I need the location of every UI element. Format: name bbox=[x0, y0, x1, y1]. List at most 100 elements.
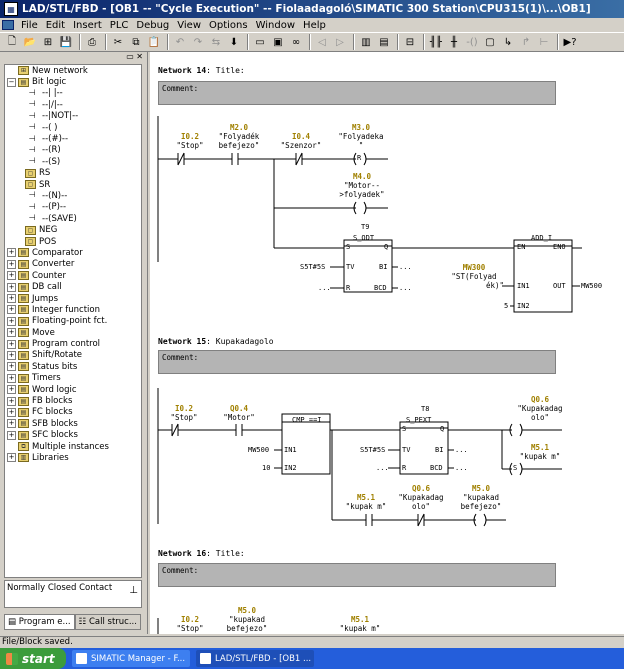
tree-item[interactable]: +▤Floating-point fct. bbox=[5, 316, 141, 327]
network-14-title[interactable]: Network 14: Title: bbox=[158, 66, 245, 75]
expand-icon[interactable]: + bbox=[7, 453, 16, 463]
contact-q0-6[interactable]: Q0.6 "Kupakadag olo" bbox=[398, 484, 444, 511]
tree-item[interactable]: +▤Comparator bbox=[5, 247, 141, 258]
collapse-icon[interactable]: − bbox=[7, 77, 16, 87]
download-icon[interactable]: ⬇ bbox=[229, 36, 239, 48]
timer-t8-bi[interactable]: ... bbox=[455, 446, 468, 454]
print-icon[interactable]: ⎙ bbox=[88, 36, 96, 48]
tree-item[interactable]: +▤Word logic bbox=[5, 384, 141, 395]
timer-t8-type[interactable]: S_PEXT bbox=[406, 416, 432, 424]
contact-i0-4[interactable]: I0.4 "Szenzor" bbox=[280, 132, 322, 150]
coil-m3-0[interactable]: M3.0 "Folyadeka " bbox=[338, 123, 384, 150]
contact-i0-2-n15[interactable]: I0.2 "Stop" bbox=[170, 404, 198, 422]
tree-item[interactable]: ⊣--(R) bbox=[5, 145, 141, 156]
monitor-icon[interactable]: ▭ bbox=[255, 36, 265, 48]
menu-file[interactable]: File bbox=[21, 19, 38, 31]
pin-icon[interactable]: ⊥ bbox=[129, 585, 138, 596]
expand-icon[interactable]: + bbox=[7, 259, 16, 269]
tree-item[interactable]: ▢NEG bbox=[5, 224, 141, 235]
coil-m4-0[interactable]: M4.0 "Motor-- >folyadek" bbox=[339, 172, 385, 199]
menu-plc[interactable]: PLC bbox=[109, 19, 129, 31]
contact-m5-1-n15[interactable]: M5.1 "kupak m" bbox=[345, 493, 387, 511]
expand-icon[interactable]: + bbox=[7, 282, 16, 292]
tree-item[interactable]: −▤Bit logic bbox=[5, 76, 141, 87]
timer-t9-bi[interactable]: ... bbox=[399, 263, 412, 271]
tab-program-elements[interactable]: ▤ Program e... bbox=[4, 614, 75, 630]
menu-window[interactable]: Window bbox=[255, 19, 296, 31]
tab-call-structure[interactable]: ☷ Call struc... bbox=[74, 614, 141, 630]
menu-view[interactable]: View bbox=[177, 19, 202, 31]
network-16-comment[interactable]: Comment: bbox=[158, 563, 556, 587]
expand-icon[interactable]: + bbox=[7, 339, 16, 349]
overview-icon[interactable]: ▥ bbox=[361, 36, 371, 48]
contact-i0-2-n16[interactable]: I0.2 "Stop" bbox=[176, 615, 204, 633]
tree-item[interactable]: ⊣--( ) bbox=[5, 122, 141, 133]
system-menu-icon[interactable] bbox=[2, 20, 14, 30]
tree-item[interactable]: ⊣--(P)-- bbox=[5, 202, 141, 213]
details-icon[interactable]: ▤ bbox=[379, 36, 389, 48]
tree-item[interactable]: ⊣--(S) bbox=[5, 156, 141, 167]
branch-close-icon[interactable]: ↱ bbox=[521, 36, 531, 48]
tree-item[interactable]: +▤Shift/Rotate bbox=[5, 350, 141, 361]
tree-item[interactable]: +▤SFC blocks bbox=[5, 430, 141, 441]
network-16-title[interactable]: Network 16: Title: bbox=[158, 549, 245, 558]
glasses-icon[interactable]: ∞ bbox=[291, 36, 301, 48]
tree-item[interactable]: ⧉Multiple instances bbox=[5, 441, 141, 452]
empty-box-icon[interactable]: ▢ bbox=[485, 36, 495, 48]
start-button[interactable]: start bbox=[0, 648, 66, 669]
add-in2-operand[interactable]: 5 bbox=[504, 302, 509, 310]
contact-q0-4[interactable]: Q0.4 "Motor" bbox=[223, 404, 255, 422]
task-simatic-manager[interactable]: SIMATIC Manager - F... bbox=[72, 650, 190, 667]
save-icon[interactable]: 💾 bbox=[59, 36, 73, 48]
menu-debug[interactable]: Debug bbox=[136, 19, 170, 31]
expand-icon[interactable]: + bbox=[7, 419, 16, 429]
timer-t8-tv[interactable]: S5T#5S bbox=[360, 446, 386, 454]
paste-icon[interactable]: 📋 bbox=[147, 36, 161, 48]
tree-item[interactable]: ▢POS bbox=[5, 236, 141, 247]
connection-icon[interactable]: ⊢ bbox=[539, 36, 549, 48]
coil-q0-6[interactable]: Q0.6 "Kupakadag olo" bbox=[517, 395, 563, 422]
pane-close-icon[interactable]: ▭ ✕ bbox=[126, 52, 143, 61]
tree-item[interactable]: ▢RS bbox=[5, 168, 141, 179]
tree-item[interactable]: ⊣--| |-- bbox=[5, 88, 141, 99]
back-icon[interactable]: ◁ bbox=[318, 36, 326, 48]
network-open-icon[interactable]: ⊞ bbox=[43, 36, 53, 48]
timer-t8-bcd[interactable]: ... bbox=[455, 464, 468, 472]
forward-icon[interactable]: ▷ bbox=[336, 36, 344, 48]
tree-item[interactable]: +▤FB blocks bbox=[5, 395, 141, 406]
nc-contact-icon[interactable]: ╫ bbox=[450, 36, 458, 48]
tree-item[interactable]: +▤Timers bbox=[5, 373, 141, 384]
tree-item[interactable]: +▤Status bits bbox=[5, 361, 141, 372]
timer-t9-r[interactable]: ... bbox=[318, 284, 331, 292]
menu-help[interactable]: Help bbox=[303, 19, 326, 31]
cmp-in1-operand[interactable]: MW500 bbox=[248, 446, 270, 454]
online-icon[interactable]: ▣ bbox=[273, 36, 283, 48]
open-icon[interactable]: 📂 bbox=[23, 36, 37, 48]
coil-icon[interactable]: -() bbox=[466, 36, 478, 48]
tree-item[interactable]: ⊣--(#)-- bbox=[5, 133, 141, 144]
copy-icon[interactable]: ⧉ bbox=[132, 36, 140, 48]
menu-options[interactable]: Options bbox=[209, 19, 248, 31]
expand-icon[interactable]: + bbox=[7, 271, 16, 281]
tree-item[interactable]: +▤Program control bbox=[5, 338, 141, 349]
expand-icon[interactable]: + bbox=[7, 373, 16, 383]
tree-item[interactable]: +▤DB call bbox=[5, 281, 141, 292]
cut-icon[interactable]: ✂ bbox=[113, 36, 123, 48]
tree-item[interactable]: ⊣--|NOT|-- bbox=[5, 111, 141, 122]
no-contact-icon[interactable]: ╢╟ bbox=[429, 36, 443, 48]
add-in1-operand[interactable]: MW300 "ST(Folyad ék)" bbox=[451, 263, 504, 290]
add-box-type[interactable]: ADD_I bbox=[531, 234, 553, 242]
tree-item[interactable]: +▥Libraries bbox=[5, 452, 141, 463]
contact-m2-0[interactable]: M2.0 "Folyadék befejezo" bbox=[218, 123, 260, 150]
tree-item[interactable]: +▤FC blocks bbox=[5, 407, 141, 418]
ladder-editor[interactable]: Network 14: Title: Comment: I0.2 "Stop" … bbox=[150, 52, 624, 634]
cmp-box-type[interactable]: CMP ==I bbox=[292, 416, 322, 424]
expand-icon[interactable]: + bbox=[7, 328, 16, 338]
add-out-operand[interactable]: MW500 bbox=[581, 282, 603, 290]
tree-item[interactable]: +▤Move bbox=[5, 327, 141, 338]
expand-icon[interactable]: + bbox=[7, 316, 16, 326]
expand-icon[interactable]: + bbox=[7, 350, 16, 360]
expand-icon[interactable]: + bbox=[7, 294, 16, 303]
redo-icon[interactable]: ↷ bbox=[193, 36, 203, 48]
tree-item[interactable]: +▤Counter bbox=[5, 270, 141, 281]
